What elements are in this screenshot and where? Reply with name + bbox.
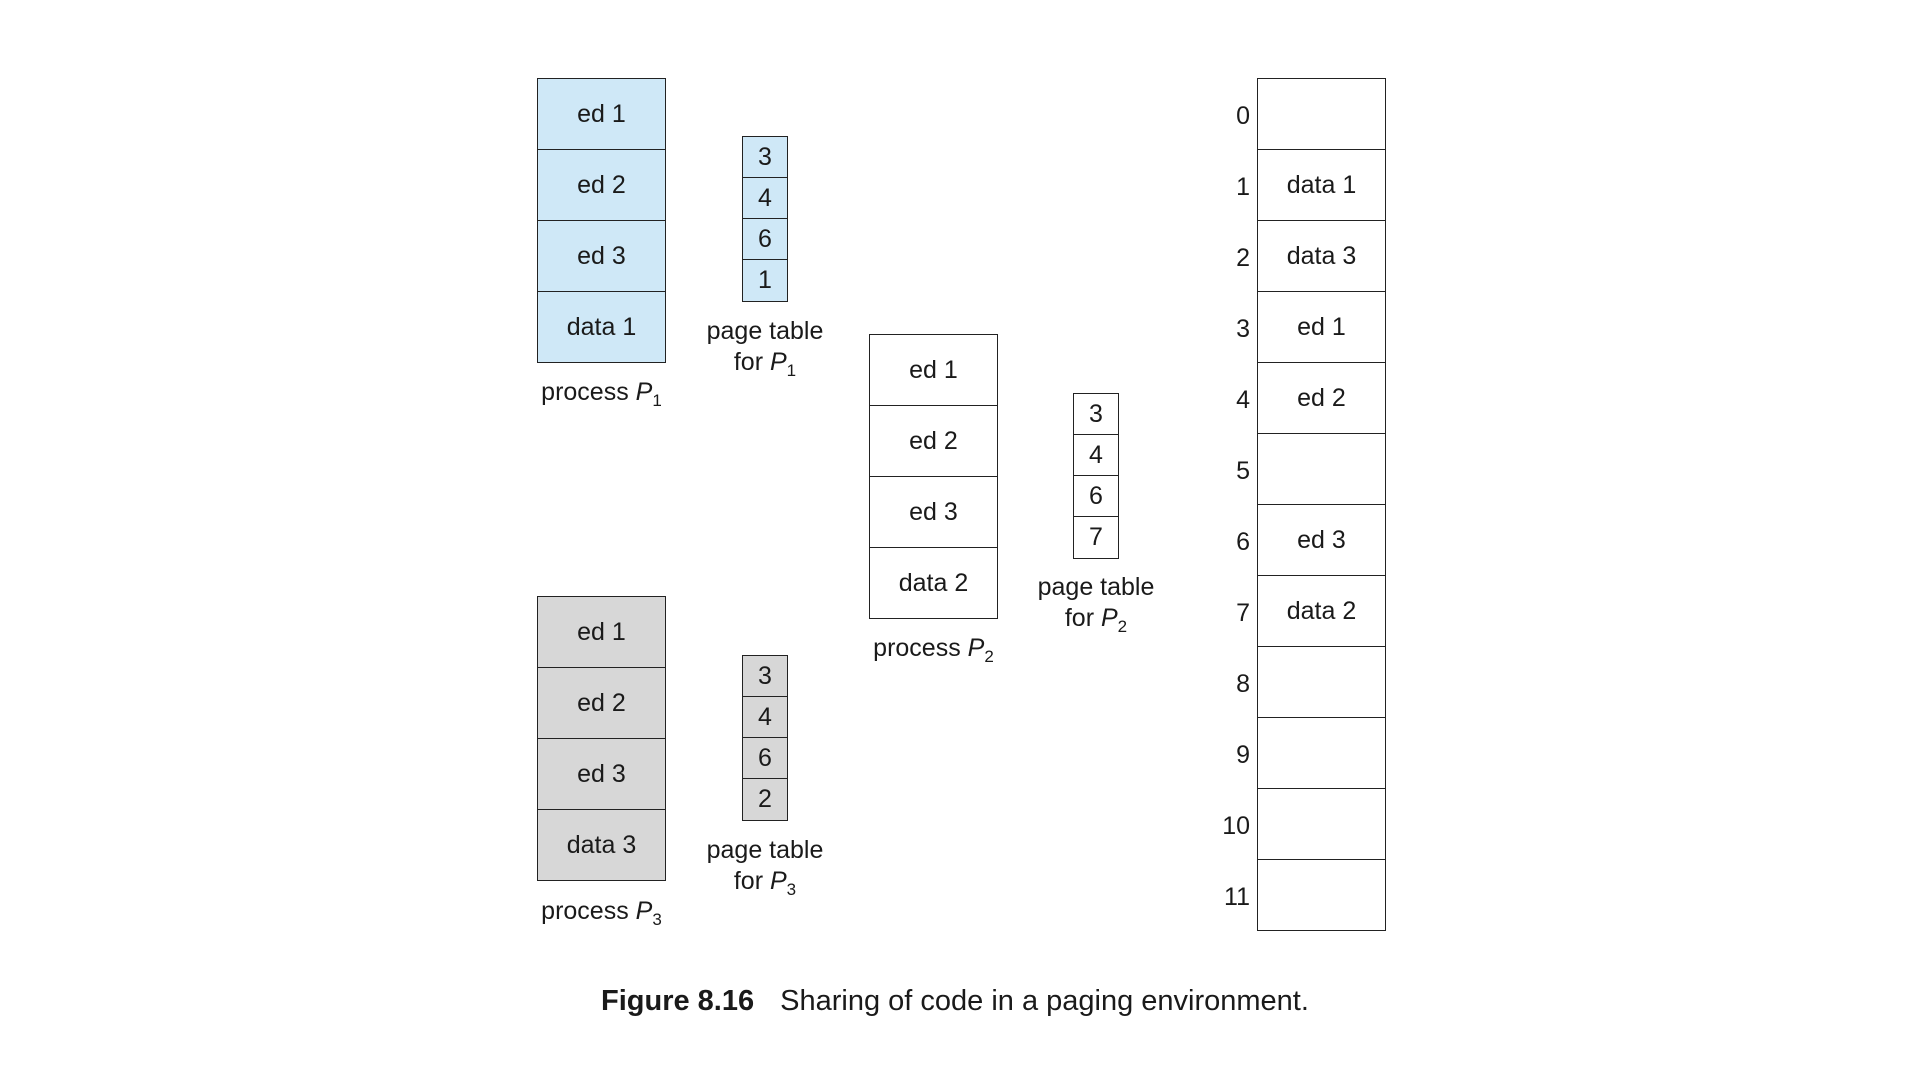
frame-number-0: 0 — [1236, 102, 1250, 130]
figure-number: Figure 8.16 — [601, 985, 755, 1017]
p1-page-3: data 1 — [566, 312, 637, 341]
frame-number-7: 7 — [1236, 599, 1250, 627]
p2-page-0: ed 1 — [870, 335, 997, 406]
memory-frame-6: ed 3 — [1258, 505, 1385, 576]
p3-page-1: ed 2 — [538, 668, 665, 739]
process-p1-label: process P1 — [541, 378, 662, 410]
memory-frame-5 — [1258, 434, 1385, 505]
p1-page-0: ed 1 — [538, 79, 665, 150]
memory-frame-10 — [1258, 789, 1385, 860]
p1-pt-entry-2: 6 — [743, 219, 787, 260]
frame-number-4: 4 — [1236, 386, 1250, 414]
frame-number-3: 3 — [1236, 315, 1250, 343]
memory-frame-1: data 1 — [1258, 150, 1385, 221]
p2-page-2: ed 3 — [870, 477, 997, 548]
frame-number-10: 10 — [1222, 812, 1250, 840]
memory-frame-2: data 3 — [1258, 221, 1385, 292]
p1-pt-entry-1: 4 — [743, 178, 787, 219]
memory-frame-3: ed 1 — [1258, 292, 1385, 363]
physical-memory: data 1 data 3 ed 1 ed 2 ed 3 data 2 — [1257, 78, 1386, 931]
page-table-p1-label: page table for P1 — [706, 317, 824, 380]
process-p1-pages: ed 1 ed 2 ed 3 data 1 — [537, 78, 666, 363]
p3-page-2: ed 3 — [538, 739, 665, 810]
p1-pt-entry-0: 3 — [743, 137, 787, 178]
p1-pt-entry-3: 1 — [758, 266, 772, 294]
memory-frame-4: ed 2 — [1258, 363, 1385, 434]
process-p3-pages: ed 1 ed 2 ed 3 data 3 — [537, 596, 666, 881]
memory-frame-9 — [1258, 718, 1385, 789]
p1-page-1: ed 2 — [538, 150, 665, 221]
p1-page-2: ed 3 — [538, 221, 665, 292]
frame-number-11: 11 — [1224, 883, 1250, 911]
frame-number-1: 1 — [1236, 173, 1250, 201]
memory-frame-0 — [1258, 79, 1385, 150]
p3-page-0: ed 1 — [538, 597, 665, 668]
frame-number-8: 8 — [1236, 670, 1250, 698]
frame-number-6: 6 — [1236, 528, 1250, 556]
p3-pt-entry-2: 6 — [743, 738, 787, 779]
p3-page-3: data 3 — [566, 830, 637, 859]
p3-pt-entry-0: 3 — [743, 656, 787, 697]
p2-page-1: ed 2 — [870, 406, 997, 477]
process-p2-label: process P2 — [873, 634, 994, 666]
frame-number-9: 9 — [1236, 741, 1250, 769]
page-table-p2: 3 4 6 7 — [1073, 393, 1119, 559]
figure-caption: Figure 8.16 Sharing of code in a paging e… — [601, 985, 1309, 1018]
p2-pt-entry-3: 7 — [1089, 523, 1103, 551]
p2-pt-entry-1: 4 — [1074, 435, 1118, 476]
process-p2-pages: ed 1 ed 2 ed 3 data 2 — [869, 334, 998, 619]
memory-frame-8 — [1258, 647, 1385, 718]
p3-pt-entry-1: 4 — [743, 697, 787, 738]
page-table-p2-label: page table for P2 — [1037, 573, 1155, 636]
frame-number-2: 2 — [1236, 244, 1250, 272]
p2-page-3: data 2 — [898, 568, 969, 597]
frame-number-5: 5 — [1236, 457, 1250, 485]
page-table-p3-label: page table for P3 — [706, 836, 824, 899]
p2-pt-entry-2: 6 — [1074, 476, 1118, 517]
p3-pt-entry-3: 2 — [758, 785, 772, 813]
page-table-p1: 3 4 6 1 — [742, 136, 788, 302]
memory-frame-7: data 2 — [1258, 576, 1385, 647]
process-p3-label: process P3 — [541, 897, 662, 929]
p2-pt-entry-0: 3 — [1074, 394, 1118, 435]
figure-caption-text: Sharing of code in a paging environment. — [780, 985, 1309, 1017]
memory-frame-11 — [1258, 860, 1385, 930]
page-table-p3: 3 4 6 2 — [742, 655, 788, 821]
